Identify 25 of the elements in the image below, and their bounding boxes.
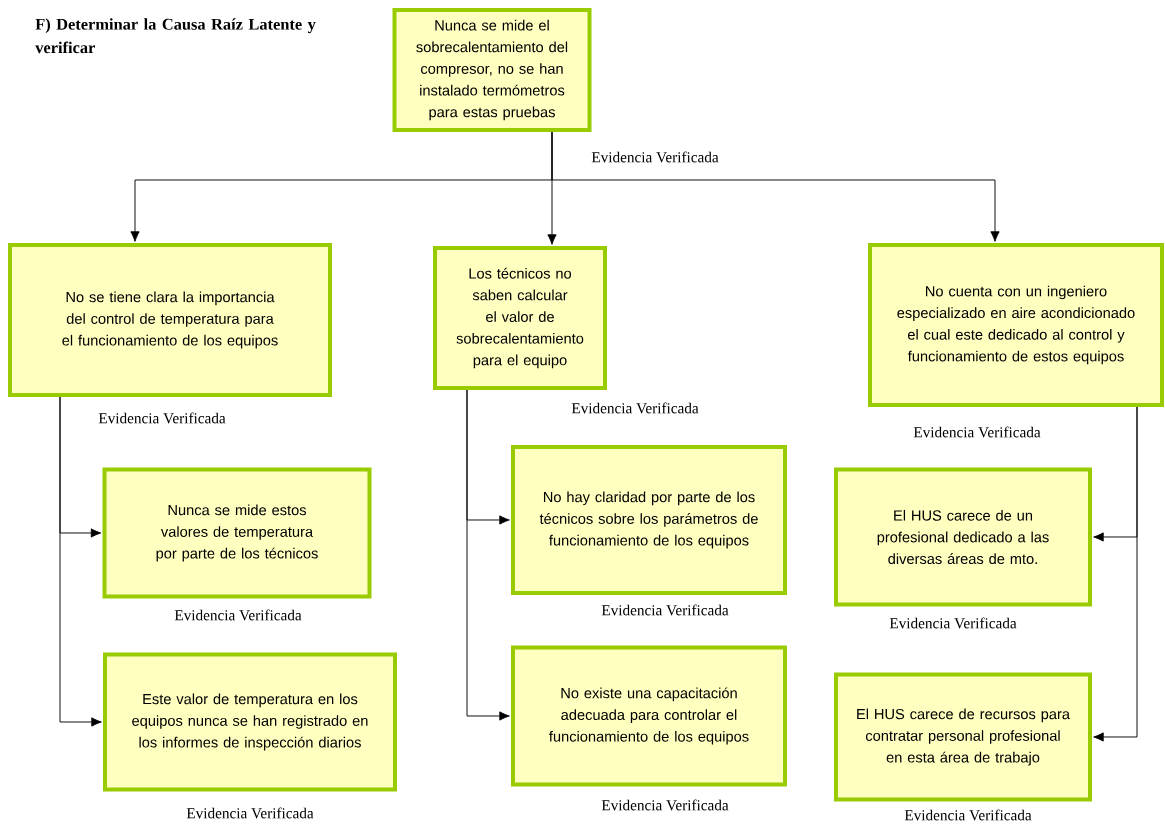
cause-box: No existe una capacitación adecuada para controlar el funcionamiento de los equipos	[511, 645, 787, 787]
cause-box: El HUS carece de recursos para contratar personal profesional en esta área de trabajo	[834, 672, 1092, 802]
evidence-label: Evidencia Verificada	[601, 604, 729, 616]
evidence-label: Evidencia Verificada	[904, 809, 1032, 821]
evidence-label: Evidencia Verificada	[591, 151, 719, 163]
evidence-label: Evidencia Verificada	[889, 617, 1017, 629]
cause-box: Este valor de temperatura en los equipos nunca se han registrado en los informes de inspección diarios	[103, 652, 397, 792]
arrow	[466, 389, 510, 721]
cause-box: Nunca se mide estos valores de temperatura por parte de los técnicos	[102, 467, 372, 599]
evidence-label: Evidencia Verificada	[174, 609, 302, 621]
cause-box: Los técnicos no saben calcular el valor de sobrecalentamiento para el equipo	[433, 246, 607, 390]
arrow	[551, 131, 1000, 242]
diagram-title: F) Determinar la Causa Raíz Latente y verificar	[35, 18, 316, 54]
cause-box: No se tiene clara la importancia del control de temperatura para el funcionamiento de los equipos	[8, 243, 332, 397]
arrow	[59, 396, 102, 727]
cause-box: No cuenta con un ingeniero especializado en aire acondicionado el cual este dedicado al control y funcionamiento de estos equipos	[868, 243, 1164, 407]
evidence-label: Evidencia Verificada	[571, 402, 699, 414]
evidence-label: Evidencia Verificada	[186, 807, 314, 819]
cause-box: Nunca se mide el sobrecalentamiento del compresor, no se han instalado termómetros para estas pruebas	[392, 8, 592, 132]
arrow	[1093, 406, 1138, 742]
cause-box: El HUS carece de un profesional dedicado a las diversas áreas de mto.	[834, 467, 1092, 607]
evidence-label: Evidencia Verificada	[98, 412, 226, 424]
evidence-label: Evidencia Verificada	[913, 426, 1041, 438]
evidence-label: Evidencia Verificada	[601, 799, 729, 811]
cause-box: No hay claridad por parte de los técnicos sobre los parámetros de funcionamiento de los equipos	[511, 445, 787, 595]
